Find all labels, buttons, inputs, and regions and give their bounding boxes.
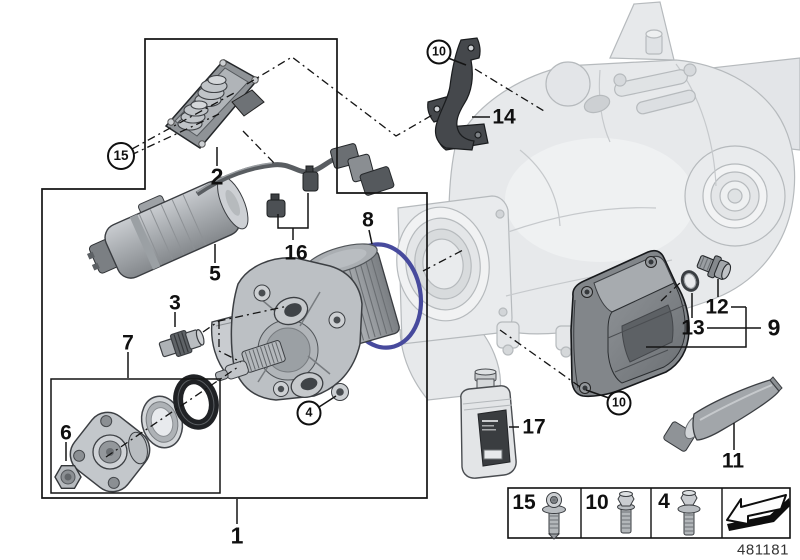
part-label-12: 12 (705, 295, 729, 319)
document-number: 481181 (737, 541, 789, 559)
harness-clip (266, 165, 319, 218)
part-label-3: 3 (169, 291, 181, 315)
callout-10-bottom: 10 (606, 390, 632, 416)
legend-label-15: 15 (512, 491, 536, 514)
callout-4: 4 (296, 400, 322, 426)
screw-plug (696, 255, 732, 280)
pump-shaft (241, 340, 286, 373)
holder-bracket (427, 37, 489, 151)
frame-part7 (50, 378, 221, 494)
cover-bolt-holes (579, 256, 657, 394)
sealant-tube (663, 376, 783, 452)
hex-bolt-icon (617, 491, 635, 534)
bearing-ring (140, 395, 184, 449)
part-label-8: 8 (362, 208, 374, 232)
part-label-16: 16 (284, 241, 308, 265)
wiring-harness (195, 143, 395, 218)
flanged-torx-screw-icon (542, 492, 566, 540)
harness-connector (330, 143, 395, 196)
assembly-frames (41, 38, 428, 499)
part-label-13: 13 (681, 316, 705, 340)
callout-10-top: 10 (426, 39, 452, 65)
breather-fitting (158, 329, 205, 358)
callout-15: 15 (107, 142, 135, 170)
rear-cover (570, 249, 690, 398)
o-ring-small (680, 270, 700, 292)
part-label-11: 11 (721, 449, 745, 473)
solenoid-coil (177, 74, 228, 131)
legend-label-4: 4 (658, 490, 670, 513)
collar-nut (54, 465, 82, 489)
frame-part1 (41, 38, 428, 499)
part-label-7: 7 (122, 331, 134, 355)
direction-arrow-icon (726, 494, 790, 531)
part-label-17: 17 (522, 415, 546, 439)
part-label-14: 14 (492, 105, 516, 129)
drive-flange-group (69, 374, 219, 493)
reference-lines (105, 56, 684, 458)
pump-mount-lugs (253, 284, 349, 401)
legend-table (507, 487, 791, 540)
leader-lines (65, 57, 761, 524)
control-unit (164, 59, 265, 149)
electric-motor (86, 176, 249, 279)
part-label-9: 9 (767, 314, 781, 341)
legend-label-10: 10 (585, 491, 609, 514)
oil-bottle (460, 368, 517, 479)
flanged-hex-bolt-icon (677, 490, 701, 536)
part-label-5: 5 (209, 262, 221, 286)
part-label-1: 1 (230, 522, 244, 549)
part-label-2: 2 (210, 163, 224, 190)
part-label-6: 6 (60, 421, 72, 445)
pump-unit (210, 243, 400, 401)
